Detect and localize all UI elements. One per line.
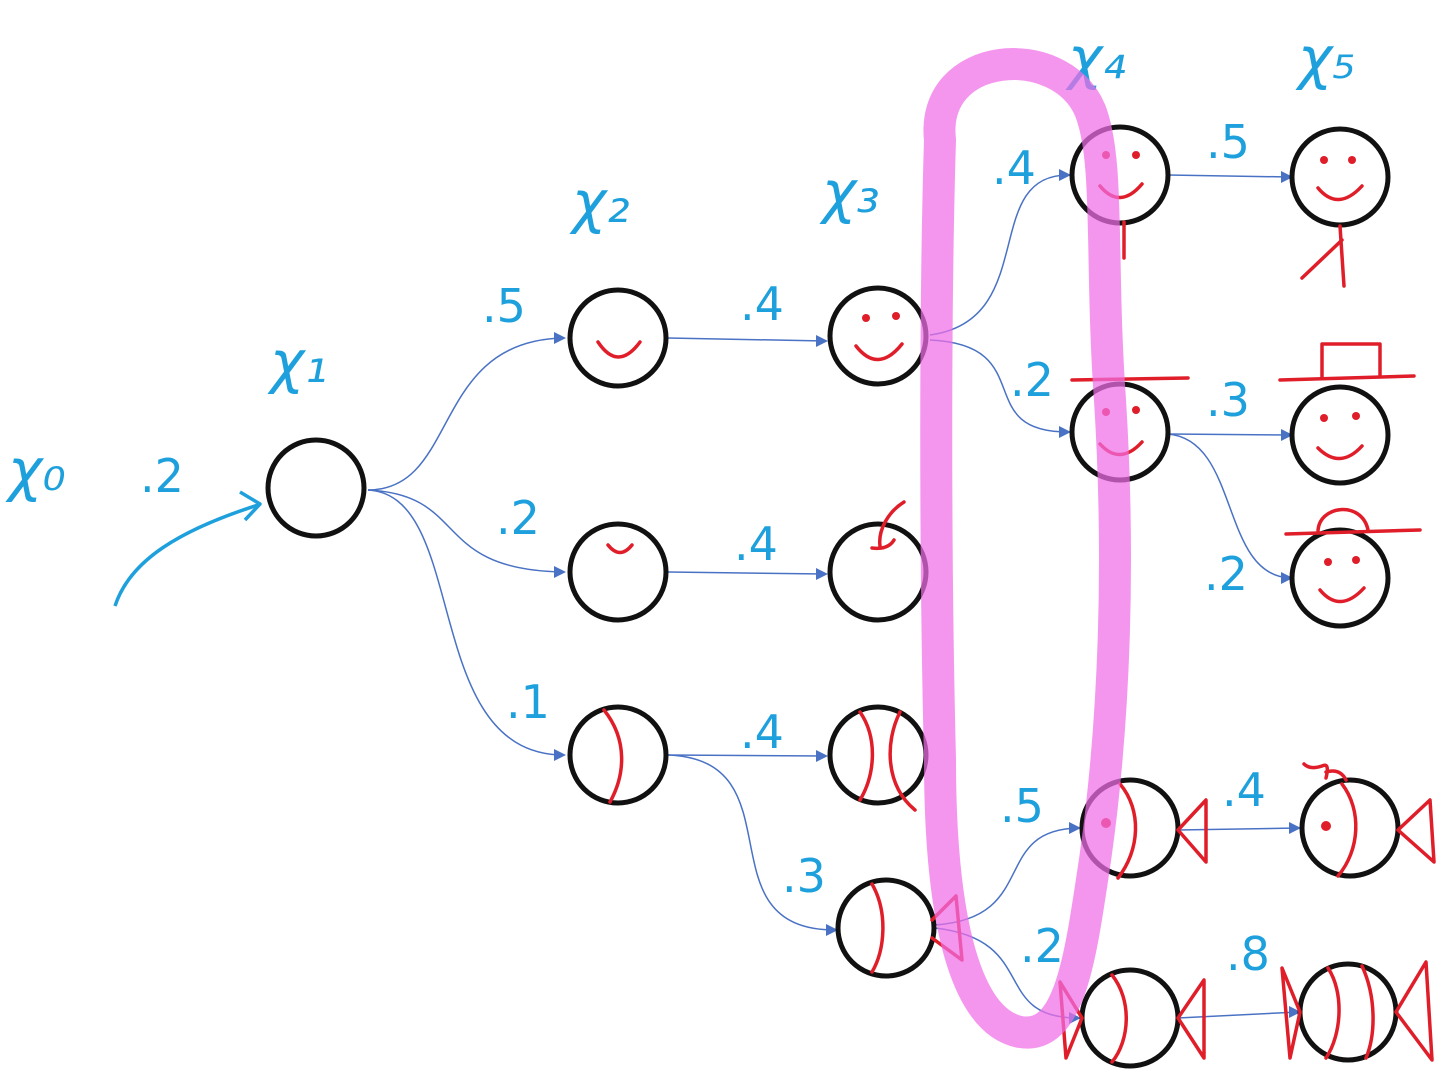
edge-x3a-x4b xyxy=(929,339,1069,433)
edge-x4b-x5b xyxy=(1167,433,1291,436)
node-x4-face-with-hat xyxy=(1069,376,1190,483)
prob-x2-mid: .4 xyxy=(734,517,778,571)
node-x1 xyxy=(265,437,367,539)
prob-x4-top: .5 xyxy=(1206,115,1250,169)
prob-x3-hat: .2 xyxy=(1010,353,1054,407)
prob-start: .2 xyxy=(140,449,184,503)
node-x3-ball-two-seams xyxy=(827,704,929,812)
edge-x1-x2a xyxy=(367,337,565,491)
edge-x3d-x4c xyxy=(934,827,1079,926)
edge-x4c-x5d xyxy=(1177,827,1299,831)
label-x1: χ₁ xyxy=(267,328,328,396)
edge-x2a-x3a xyxy=(667,337,826,342)
node-x4-candy xyxy=(1058,967,1206,1069)
prob-x2-bot-down: .3 xyxy=(782,849,826,903)
edge-x3a-x4a xyxy=(929,174,1069,336)
node-x5-face-top-hat xyxy=(1278,342,1416,486)
node-x2-ball-one-seam xyxy=(567,704,669,806)
prob-x1-bot: .1 xyxy=(506,675,550,729)
edge-x4b-x5c xyxy=(1167,433,1291,579)
label-x5: χ₅ xyxy=(1295,24,1356,92)
node-x3-head-with-hair xyxy=(827,500,929,623)
edge-x2c-x3c xyxy=(667,754,826,757)
prob-x3-fish-up: .5 xyxy=(1000,779,1044,833)
node-x3-face xyxy=(827,285,929,387)
prob-x4-hat: .3 xyxy=(1206,373,1250,427)
edge-x4a-x5a xyxy=(1167,174,1291,178)
prob-x4-fish: .4 xyxy=(1222,763,1266,817)
node-x5-fish-with-bow xyxy=(1299,762,1436,879)
node-x3-ball-with-tail xyxy=(835,877,964,979)
prob-x4-candy: .8 xyxy=(1226,927,1270,981)
prob-x1-top: .5 xyxy=(482,279,526,333)
label-x2: χ₂ xyxy=(569,168,630,236)
node-x5-candy-two-seams xyxy=(1280,960,1434,1063)
node-x2-smile xyxy=(567,287,669,389)
start-arrow xyxy=(113,490,262,607)
node-x2-small-smile xyxy=(567,521,669,623)
edge-x1-x2b xyxy=(367,489,565,573)
edge-x1-x2c xyxy=(367,489,565,756)
prob-x2-bot: .4 xyxy=(740,705,784,759)
prob-x3-fish-down: .2 xyxy=(1020,919,1064,973)
edge-x4d-x5e xyxy=(1177,1011,1299,1019)
prob-x2-top: .4 xyxy=(740,277,784,331)
node-x5-face-bowler-hat xyxy=(1284,507,1422,629)
prob-x4-hat-down: .2 xyxy=(1204,547,1248,601)
node-x5-stick-figure xyxy=(1289,126,1391,288)
edge-x2b-x3b xyxy=(667,571,826,575)
label-x3: χ₃ xyxy=(819,158,880,226)
prob-x1-mid: .2 xyxy=(496,491,540,545)
prob-x3-up: .4 xyxy=(992,141,1036,195)
x4-highlight-loop xyxy=(920,48,1131,1049)
edge-x2c-x3d xyxy=(667,754,836,931)
label-x0: χ₀ xyxy=(5,436,66,504)
